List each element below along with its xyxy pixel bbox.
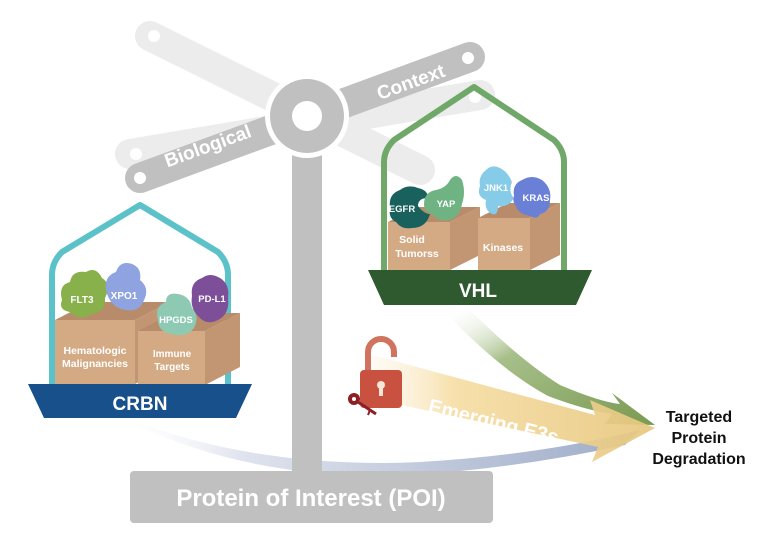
vhl-arrow bbox=[445, 310, 655, 425]
protein-label: HPGDS bbox=[159, 315, 193, 326]
protein-flt3: FLT3 bbox=[61, 270, 108, 318]
crbn-house-outline bbox=[49, 202, 231, 385]
crbn-label: CRBN bbox=[113, 394, 168, 415]
box-label: Tumorss bbox=[395, 248, 439, 260]
open-padlock-icon bbox=[360, 336, 402, 408]
box-label: Targets bbox=[154, 362, 190, 373]
protein-yap: YAP bbox=[424, 176, 464, 221]
protein-pd-l1: PD-L1 bbox=[191, 275, 229, 323]
protein-label: XPO1 bbox=[111, 291, 138, 302]
box-hematologic-malignancies: Hematologic Malignancies bbox=[55, 302, 170, 384]
protein-jnk1: JNK1 bbox=[478, 166, 514, 215]
box-kinases: Kinases bbox=[478, 203, 560, 270]
vhl-pan: Solid Tumorss Kinases EGFR YAP JNK1 KRAS bbox=[368, 84, 592, 305]
box-label: Immune bbox=[153, 349, 192, 360]
protein-egfr: EGFR bbox=[389, 186, 430, 229]
key-icon bbox=[348, 393, 377, 416]
crbn-tray bbox=[28, 384, 252, 418]
target-label-line-1: Targeted bbox=[666, 409, 732, 426]
box-label: Solid bbox=[399, 234, 425, 246]
crbn-arrow bbox=[110, 412, 640, 476]
base-label: Protein of Interest (POI) bbox=[176, 485, 445, 512]
vhl-tray bbox=[368, 270, 592, 305]
vhl-house-outline bbox=[381, 84, 567, 270]
crbn-pan: Hematologic Malignancies Immune Targets … bbox=[28, 202, 252, 418]
protein-label: FLT3 bbox=[70, 295, 94, 306]
protein-kras: KRAS bbox=[513, 177, 551, 218]
box-label: Kinases bbox=[483, 242, 523, 254]
protein-hpgds: HPGDS bbox=[157, 293, 197, 336]
scale-post bbox=[292, 110, 322, 485]
protein-label: YAP bbox=[437, 199, 456, 210]
protein-label: EGFR bbox=[389, 204, 416, 215]
target-label-line-2: Protein bbox=[671, 430, 726, 447]
box-label: Hematologic bbox=[63, 345, 126, 357]
protein-label: JNK1 bbox=[484, 183, 509, 194]
target-label-line-3: Degradation bbox=[652, 451, 745, 468]
scale-base: Protein of Interest (POI) bbox=[130, 471, 493, 523]
target-label: Targeted Protein Degradation bbox=[652, 409, 745, 468]
vhl-label: VHL bbox=[459, 281, 497, 302]
protein-label: KRAS bbox=[523, 193, 550, 204]
box-label: Malignancies bbox=[62, 358, 128, 370]
protein-xpo1: XPO1 bbox=[105, 263, 147, 311]
protein-label: PD-L1 bbox=[198, 294, 226, 305]
scale-pivot bbox=[265, 74, 349, 158]
